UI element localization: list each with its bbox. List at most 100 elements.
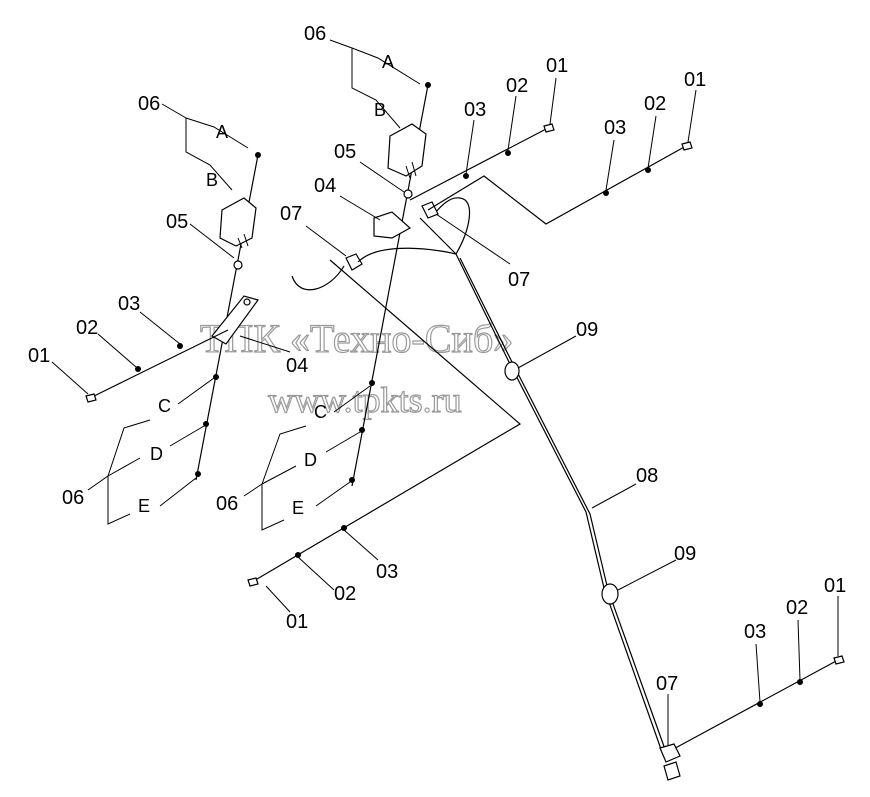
left-lamp-clip [237,233,249,249]
center-label-01-lower: 01 [286,611,308,633]
label-07-right: 07 [508,269,530,291]
center-lower-terminal [247,577,259,587]
leader-09-upper [517,335,577,369]
label-03-bottom-right: 03 [744,621,766,643]
left-label-06-top: 06 [138,93,160,115]
center-leader-02-lower [297,556,335,591]
center-bracket [373,211,412,239]
center-leader-03-lower [343,529,379,561]
center-label-02-lower: 02 [334,583,356,605]
left-branch-node-02 [135,366,141,372]
label-09-upper: 09 [576,319,598,341]
left-node-d [203,421,209,427]
center-assembly: 06 A B 05 04 03 02 01 C D E 06 03 02 01 [216,23,568,633]
center-label-06-bottom: 06 [216,493,238,515]
center-leader-05 [359,161,405,193]
label-07-bottom: 07 [656,673,678,695]
leader-03-bottom-right [755,643,761,703]
cable-07-left-lead [291,265,345,291]
center-leader-06-lower [243,483,285,531]
connector-07-left [345,253,363,271]
center-lower-node-02 [295,552,301,558]
left-letter-a: A [216,122,228,142]
left-node-c [213,374,219,380]
connector-07-upper [421,201,439,219]
center-upper-terminal [543,123,555,133]
left-leader-02 [97,333,137,368]
watermark-url: www.tpkts.ru [268,380,462,420]
center-nut [403,189,413,199]
left-leader-05 [189,223,235,259]
center-leader-06-b [329,39,401,129]
left-branch-terminal [85,393,97,403]
label-03-right: 03 [604,117,626,139]
connector-07-bottom [659,743,681,763]
left-letter-c: C [158,396,171,416]
left-label-02: 02 [76,317,98,339]
cable-08-assembly: 07 07 09 08 09 03 02 01 03 02 01 07 [280,69,846,781]
center-node-d [359,427,365,433]
left-node-e [195,471,201,477]
left-letter-d: D [150,444,163,464]
label-01-right: 01 [684,69,706,91]
connector-07-bottom-plug [663,761,681,781]
center-label-01: 01 [546,55,568,77]
center-node-c [369,380,375,386]
label-09-lower: 09 [674,543,696,565]
left-wire-top-end [255,152,261,158]
center-lamp [387,123,427,177]
center-label-02: 02 [506,75,528,97]
right-upper-node-03 [603,190,609,196]
right-upper-terminal [681,141,693,151]
watermark-title: ТПК «Техно-Сиб» [200,316,513,361]
right-upper-node-02 [645,167,651,173]
center-leader-06-c [261,385,371,485]
center-wire-top-end [425,82,431,88]
cable-07-left-run [357,247,457,263]
center-letter-e: E [292,498,304,518]
center-label-04: 04 [314,175,336,197]
grommet-09-lower [601,583,619,605]
center-label-03: 03 [464,99,486,121]
left-leader-06-lower [87,475,131,525]
left-nut [233,260,243,270]
bottom-right-node-03 [757,701,763,707]
center-label-06-top: 06 [304,23,326,45]
left-leader-06-b [161,103,233,191]
left-leader-06-a [185,117,249,149]
grommet-09-upper [504,361,520,381]
left-assembly: 06 A B 05 03 02 01 04 C D E 06 [28,93,308,525]
center-lower-branch [251,259,522,583]
left-label-06-bottom: 06 [62,487,84,509]
leader-07-left [305,225,347,257]
label-02-right: 02 [644,93,666,115]
center-leader-01 [549,77,557,125]
bottom-right-branch [667,659,839,753]
center-upper-branch [409,127,549,201]
center-letter-a: A [382,52,394,72]
left-label-03: 03 [118,293,140,315]
cable-y-branch-upper [431,197,471,255]
left-leader-06-c [107,377,215,477]
bottom-right-node-02 [797,679,803,685]
center-label-05: 05 [334,141,356,163]
center-letter-c: C [314,402,327,422]
leader-03-right [605,139,615,191]
center-node-02 [505,150,511,156]
leader-07-right [435,213,511,265]
center-lower-node-03 [341,525,347,531]
center-leader-03 [465,119,475,175]
label-01-bottom-right: 01 [824,575,846,597]
cable-08-main-shadow [459,257,667,753]
bottom-right-terminal [833,655,845,665]
leader-02-bottom-right [797,619,801,681]
left-bracket-hole [243,298,251,306]
center-leader-04 [339,195,381,221]
center-leader-06-a [351,47,421,85]
center-leader-06-d [261,431,361,485]
left-letter-e: E [138,496,150,516]
left-letter-b: B [206,170,218,190]
center-leader-01-lower [265,585,291,613]
